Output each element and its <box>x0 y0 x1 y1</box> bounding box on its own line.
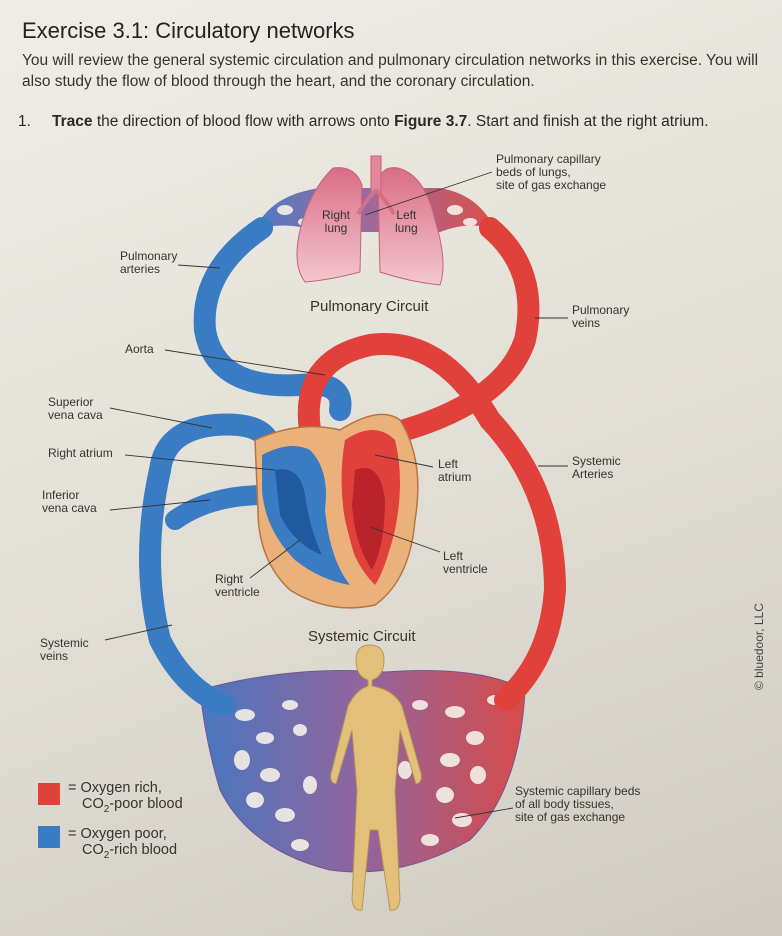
label-superior-vena-cava: Superior vena cava <box>48 395 103 422</box>
leader-aorta <box>164 349 326 376</box>
pulmonary-vein-vessel <box>394 217 540 441</box>
label-inferior-vena-cava: Inferior vena cava <box>42 488 97 515</box>
legend-rich-sub: 2 <box>103 803 110 815</box>
human-figure <box>330 644 422 911</box>
systemic-circuit-title: Systemic Circuit <box>308 628 416 645</box>
label-systemic-capillary: Systemic capillary beds of all body tiss… <box>515 784 641 824</box>
label-systemic-veins: Systemic veins <box>40 636 89 663</box>
legend-rich-co: CO <box>82 796 104 812</box>
instruction-step-1: 1. Trace the direction of blood flow with… <box>18 113 782 131</box>
pulmonary-artery-vessel <box>193 217 352 421</box>
label-right-lung: Right lung <box>322 208 351 235</box>
label-aorta: Aorta <box>125 342 154 356</box>
heart-septum <box>330 459 362 581</box>
aorta-vessel <box>297 333 501 441</box>
instruction-text-end: . Start and finish at the right atrium. <box>467 113 709 130</box>
legend-poor-tail: -rich blood <box>109 842 178 858</box>
label-systemic-arteries: Systemic Arteries <box>572 454 621 481</box>
leader-pulmonary-arteries <box>177 264 221 269</box>
intro-paragraph: You will review the general systemic cir… <box>22 52 759 90</box>
step-number: 1. <box>18 113 31 130</box>
leader-right-ventricle <box>249 539 301 579</box>
inferior-vena-cava-vessel <box>165 485 275 530</box>
leader-superior-vena-cava <box>109 407 213 429</box>
capillary-holes <box>234 695 503 851</box>
legend-oxygen-poor-text: = Oxygen poor, CO2-rich blood <box>68 826 177 864</box>
legend-poor-line1: = Oxygen poor, <box>68 826 167 842</box>
label-right-atrium: Right atrium <box>48 446 113 460</box>
leader-pulmonary-capillary <box>364 171 493 216</box>
right-lung <box>296 167 363 283</box>
legend-poor-co: CO <box>82 842 104 858</box>
label-pulmonary-capillary: Pulmonary capillary beds of lungs, site … <box>496 152 607 192</box>
legend-rich-line1: = Oxygen rich, <box>68 780 162 796</box>
label-pulmonary-veins: Pulmonary veins <box>572 303 630 330</box>
legend-oxygen-poor-swatch <box>38 826 60 848</box>
legend-rich-tail: -poor blood <box>109 796 183 812</box>
leader-left-ventricle <box>369 526 441 553</box>
systemic-artery-vessel <box>479 409 567 711</box>
instruction-text: the direction of blood flow with arrows … <box>92 113 395 130</box>
leader-left-atrium <box>374 454 434 468</box>
figure-reference: Figure 3.7 <box>394 113 468 130</box>
leader-inferior-vena-cava <box>109 499 211 511</box>
copyright-notice: © bluedoor, LLC <box>752 603 766 690</box>
leader-right-atrium <box>124 454 276 471</box>
leader-systemic-capillary <box>454 807 514 819</box>
label-left-atrium: Left atrium <box>438 457 472 484</box>
label-left-lung: Left lung <box>395 208 418 235</box>
bronchi <box>356 188 396 215</box>
trachea <box>370 155 382 193</box>
exercise-title: Exercise 3.1: Circulatory networks <box>22 18 355 43</box>
heart-left-ventricle-inner <box>352 468 385 570</box>
pulmonary-circuit-title: Pulmonary Circuit <box>310 298 429 315</box>
label-left-ventricle: Left ventricle <box>443 549 488 576</box>
legend-oxygen-rich-swatch <box>38 783 60 805</box>
instruction-bold-verb: Trace <box>52 113 93 130</box>
label-pulmonary-arteries: Pulmonary arteries <box>120 249 178 276</box>
heart-right-ventricle-inner <box>275 469 322 555</box>
leader-systemic-veins <box>104 624 173 641</box>
label-right-ventricle: Right ventricle <box>215 572 260 599</box>
legend-oxygen-rich-text: = Oxygen rich, CO2-poor blood <box>68 780 183 818</box>
legend-poor-sub: 2 <box>103 849 110 861</box>
